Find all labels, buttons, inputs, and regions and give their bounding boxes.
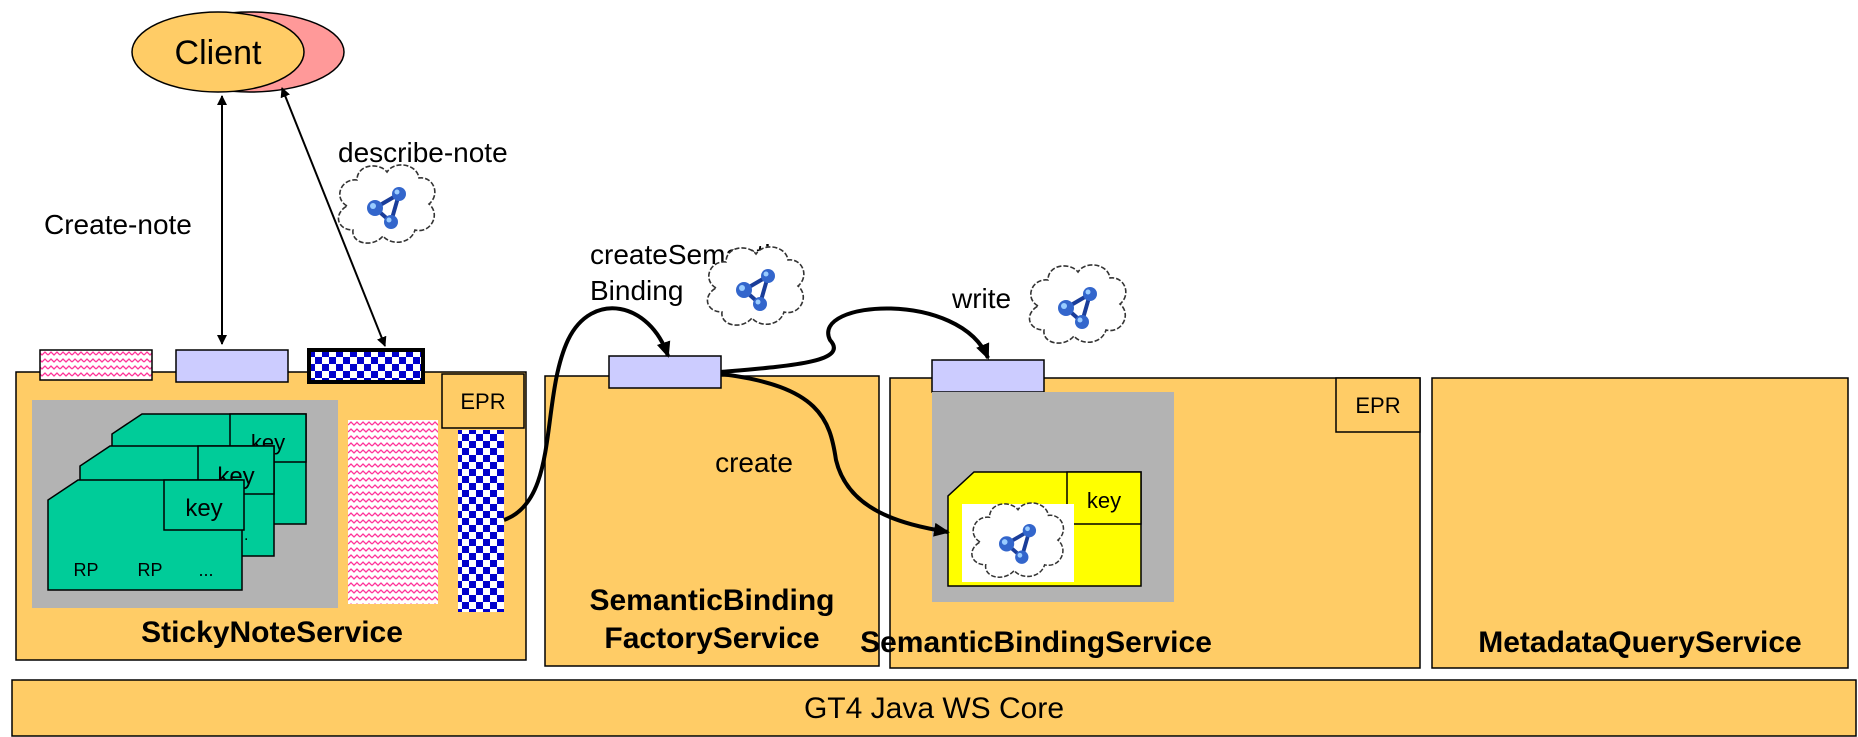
rp-label: RP [73,560,98,580]
factory-port [608,355,722,389]
dot-label: . [244,527,248,544]
epr-box [441,373,525,429]
semantic-binding-port [931,359,1045,393]
create-note-port [175,349,289,383]
epr-label: EPR [460,389,505,414]
describe-note-label: describe-note [338,137,508,168]
describe-note-port [307,348,425,384]
epr-box [1335,377,1421,433]
describe-note-arrow [280,87,387,347]
metadata-query-service-box [1431,377,1849,669]
semantic-binding-factory-box [544,375,880,667]
rp-label: RP [137,560,162,580]
client-label: Client [175,34,262,72]
rdf-graph-cloud-icon [337,164,436,244]
semantic-binding-service-label: SemanticBindingService [860,626,1212,659]
client-ellipse [131,11,305,93]
zigzag-port [39,349,153,381]
sticky-note-service-label: StickyNoteService [141,616,403,649]
factory-service-label-line1: SemanticBinding [589,584,834,617]
key-label: key [185,495,222,522]
create-arrow [720,372,950,537]
client-node: Client [131,11,345,93]
core-label: GT4 Java WS Core [804,692,1064,725]
write-label: write [951,283,1011,314]
create-label: create [715,447,793,478]
core-bar [11,679,1857,737]
write-arrow [720,306,990,374]
factory-service-label-line2: FactoryService [604,622,819,655]
rdf-graph-cloud-icon [1028,264,1127,344]
metadata-query-service-label: MetadataQueryService [1478,626,1802,659]
binding-note: key [947,471,1142,587]
epr-label: EPR [1355,393,1400,418]
create-semantic-binding-arrow [503,306,671,522]
ellipsis-label: ... [198,560,213,580]
resource-card: key RP RP ... [47,479,245,591]
create-semantic-label-line2: Binding [590,275,683,306]
create-note-label: Create-note [44,209,192,240]
key-label: key [1087,488,1121,513]
checker-resource [458,430,504,612]
zigzag-resource [348,420,438,604]
